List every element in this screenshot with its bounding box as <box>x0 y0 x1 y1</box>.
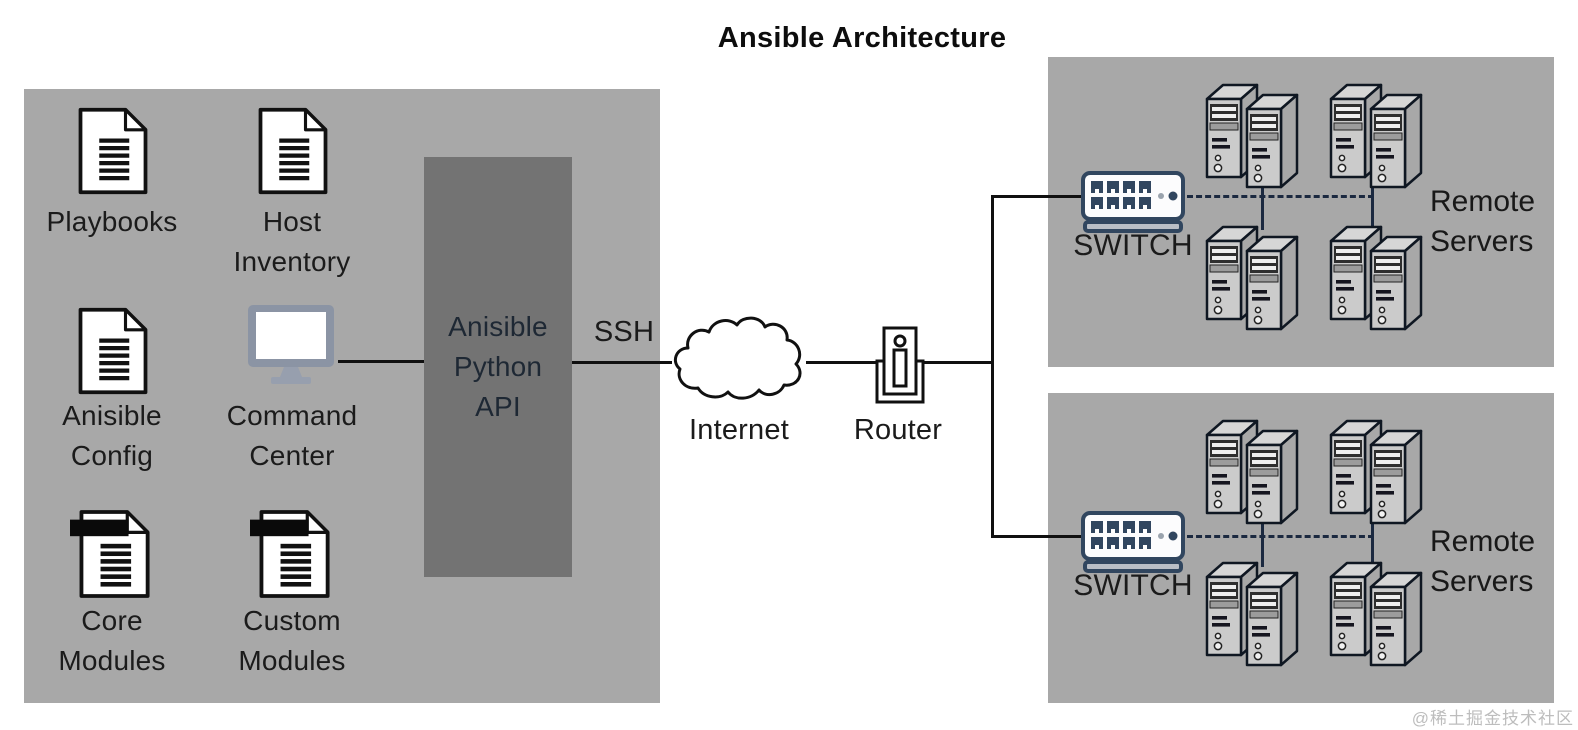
custom-modules-document-icon <box>250 510 330 598</box>
top-switch-label: SWITCH <box>1073 229 1193 262</box>
command-center-monitor-icon <box>248 305 334 384</box>
ansible-config-label: Anisible Config <box>62 400 162 471</box>
server-pair-icon <box>1328 80 1424 194</box>
server-pair-icon <box>1204 80 1300 194</box>
server-pair-icon <box>1328 416 1424 530</box>
bottom-servers-connector-right-line <box>1371 523 1374 567</box>
ansible-config-document-icon <box>78 307 148 395</box>
host-inventory-label: Host Inventory <box>233 206 351 277</box>
core-modules-document-icon <box>70 510 150 598</box>
internet-to-router-line <box>806 361 876 364</box>
ansible-python-api-label: Anisible Python API <box>448 311 548 422</box>
trunk-vertical-line <box>991 195 994 538</box>
playbooks-label: Playbooks <box>46 206 178 237</box>
bottom-servers-connector-left-line <box>1261 523 1264 567</box>
internet-label: Internet <box>689 414 789 446</box>
command-center-label: Command Center <box>226 400 358 471</box>
top-switch-icon <box>1081 171 1185 233</box>
ssh-label: SSH <box>593 316 655 348</box>
top-servers-connector-right-line <box>1371 184 1374 230</box>
command-center-to-api-line <box>338 360 424 363</box>
diagram-title: Ansible Architecture <box>717 22 1007 54</box>
trunk-to-top-switch-line <box>991 195 1083 198</box>
playbooks-document-icon <box>78 107 148 195</box>
bottom-switch-to-servers-line <box>1187 535 1374 538</box>
server-pair-icon <box>1204 558 1300 672</box>
top-remote-servers-label: Remote Servers <box>1430 185 1536 258</box>
router-label: Router <box>853 414 943 446</box>
trunk-to-bottom-switch-line <box>991 535 1083 538</box>
server-pair-icon <box>1204 222 1300 336</box>
internet-cloud-icon <box>673 316 802 400</box>
bottom-switch-icon <box>1081 511 1185 573</box>
bottom-remote-servers-label: Remote Servers <box>1430 525 1536 598</box>
bottom-switch-label: SWITCH <box>1073 569 1193 602</box>
ansible-python-api-box: Anisible Python API <box>424 157 572 577</box>
router-icon <box>875 326 925 404</box>
host-inventory-document-icon <box>258 107 328 195</box>
server-pair-icon <box>1204 416 1300 530</box>
custom-modules-label: Custom Modules <box>238 605 346 676</box>
watermark: @稀土掘金技术社区 <box>1411 709 1574 728</box>
server-pair-icon <box>1328 558 1424 672</box>
server-pair-icon <box>1328 222 1424 336</box>
top-switch-to-servers-line <box>1187 195 1374 198</box>
api-to-internet-line <box>572 361 672 364</box>
top-servers-connector-left-line <box>1261 184 1264 230</box>
router-to-trunk-line <box>924 361 994 364</box>
core-modules-label: Core Modules <box>58 605 166 676</box>
